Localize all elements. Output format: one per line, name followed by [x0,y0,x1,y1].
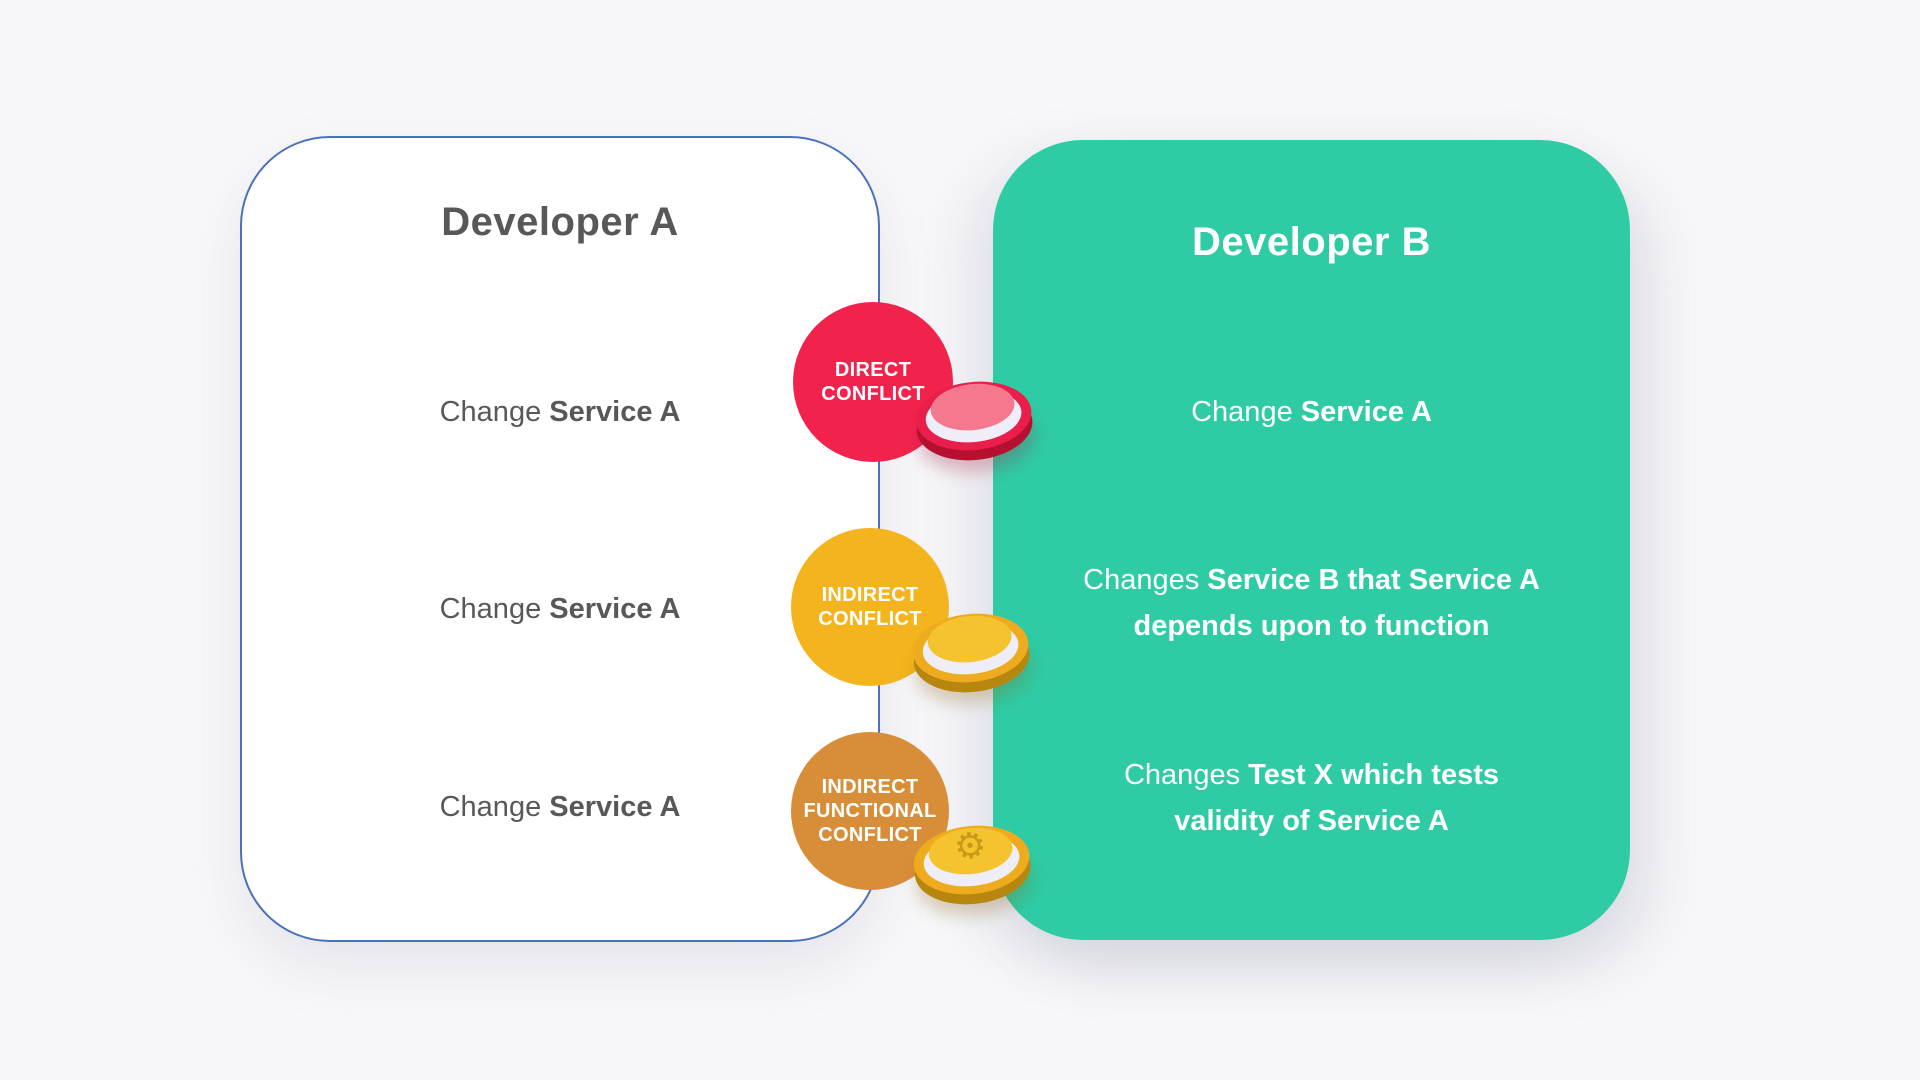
row-text-normal: Changes [1083,564,1208,596]
row-text-normal: Change [439,396,550,428]
row-text-bold: Service B that Service A depends upon to… [1133,564,1540,642]
row-text-normal: Change [439,791,550,823]
developer-a-row-3: Change Service A [242,787,878,827]
developer-a-title: Developer A [441,200,679,244]
gear-push-button-icon: ⚙ [908,816,1036,912]
row-text-normal: Changes [1123,759,1249,791]
developer-a-row-2: Change Service A [242,589,878,629]
developer-b-row-3: Changes Test X which tests validity of S… [1092,752,1532,844]
row-text-normal: Change [439,593,550,625]
row-text-bold: Service A [1300,396,1432,428]
row-text-bold: Test X which tests validity of Service A [1174,759,1500,837]
badge-label: INDIRECT FUNCTIONAL CONFLICT [803,776,937,846]
developer-b-panel: Developer B Change Service A Changes Ser… [993,140,1630,940]
badge-label: INDIRECT CONFLICT [818,584,922,630]
developer-b-row-2: Changes Service B that Service A depends… [1052,557,1572,649]
developer-a-row-1: Change Service A [242,392,878,432]
row-text-bold: Service A [549,593,681,625]
row-text-bold: Service A [549,791,681,823]
row-text-normal: Change [1191,396,1301,428]
gear-icon: ⚙ [951,824,989,869]
badge-label: DIRECT CONFLICT [821,359,925,405]
row-text-bold: Service A [549,396,681,428]
developer-a-panel: Developer A Change Service A Change Serv… [240,136,880,942]
red-push-button-icon [910,372,1038,468]
yellow-push-button-icon [907,604,1035,700]
developer-b-row-1: Change Service A [993,392,1630,432]
developer-b-title: Developer B [1192,220,1431,264]
